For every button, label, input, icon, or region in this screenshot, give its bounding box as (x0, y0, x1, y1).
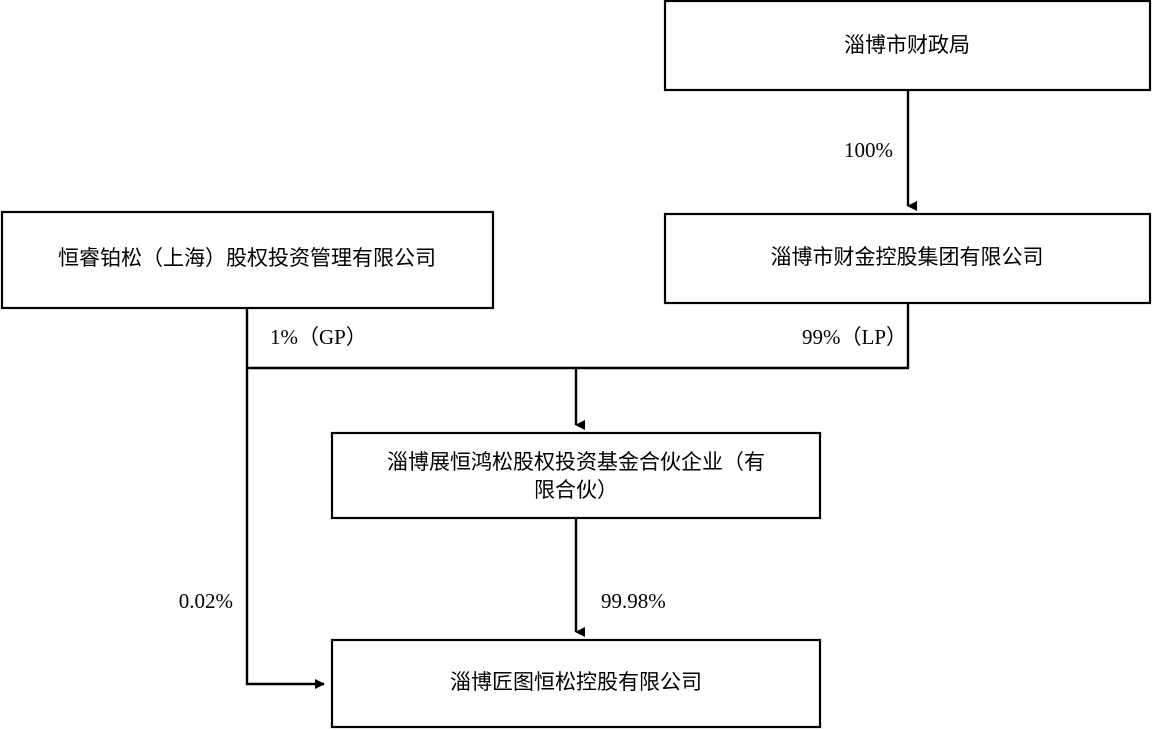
node-label-zibo-finance-bureau: 淄博市财政局 (844, 33, 970, 57)
edge-label-99-percent-lp: 99%（LP） (802, 325, 907, 349)
node-zibo-jiangtu-hengsong-holding: 淄博匠图恒松控股有限公司 (330, 638, 822, 729)
node-zibo-zhanheng-hongsong-fund: 淄博展恒鸿松股权投资基金合伙企业（有 限合伙） (330, 431, 822, 520)
edge-label-100-percent: 100% (844, 138, 893, 162)
connector-hengrui-to-jiangtu (245, 368, 325, 689)
node-label-hengrui-boson-shanghai: 恒睿铂松（上海）股权投资管理有限公司 (58, 246, 436, 270)
node-label-zibo-zhanheng-hongsong-fund-line2: 限合伙） (534, 478, 618, 502)
node-zibo-finance-bureau: 淄博市财政局 (663, 0, 1152, 92)
edge-label-1-percent-gp: 1%（GP） (270, 325, 367, 349)
edge-label-0-02-percent: 0.02% (179, 589, 233, 613)
node-zibo-caijin-holding-group: 淄博市财金控股集团有限公司 (663, 212, 1152, 305)
edge-label-99-98-percent: 99.98% (601, 589, 666, 613)
node-hengrui-boson-shanghai: 恒睿铂松（上海）股权投资管理有限公司 (0, 210, 495, 310)
node-label-zibo-caijin-holding-group: 淄博市财金控股集团有限公司 (771, 245, 1044, 269)
node-label-zibo-jiangtu-hengsong-holding: 淄博匠图恒松控股有限公司 (450, 670, 702, 694)
node-label-zibo-zhanheng-hongsong-fund-line1: 淄博展恒鸿松股权投资基金合伙企业（有 (387, 450, 765, 474)
